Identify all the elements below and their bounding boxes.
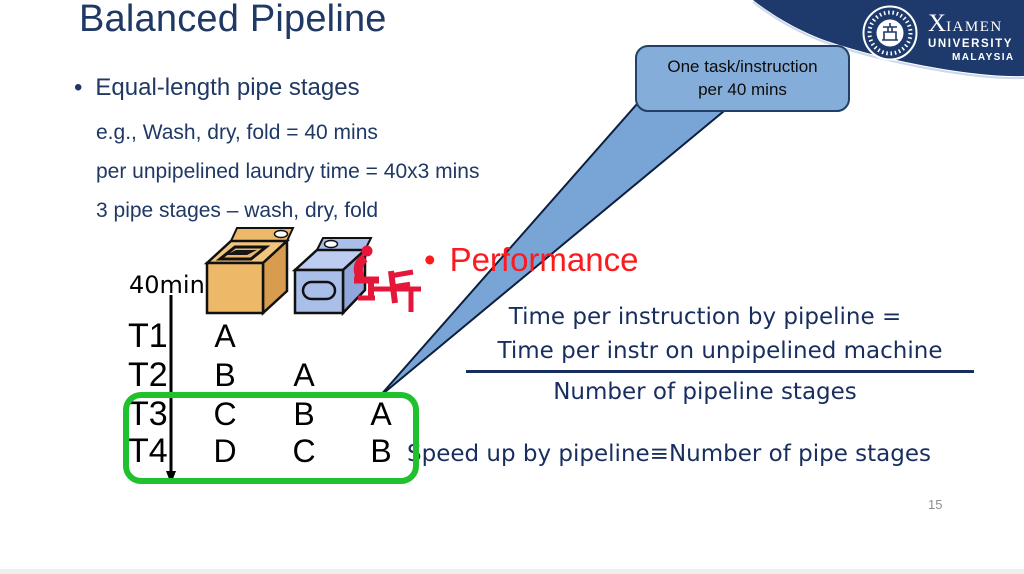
table-cell: A	[293, 357, 315, 393]
performance-heading: • Performance	[424, 240, 638, 280]
formula-intro: Time per instruction by pipeline =	[508, 304, 902, 330]
table-row-t1: T1 A	[128, 316, 418, 356]
table-row-t4: T4 D C B	[128, 431, 418, 471]
sub-line-example: e.g., Wash, dry, fold = 40 mins	[96, 121, 378, 144]
table-cell: D	[213, 433, 237, 469]
laundry-stage-icons	[203, 227, 421, 317]
university-banner: XIAMEN UNIVERSITY MALAYSIA	[744, 0, 1024, 88]
table-row-t2: T2 B A	[128, 355, 418, 395]
page-number: 15	[928, 497, 943, 512]
time-step-label: T1	[128, 317, 168, 355]
university-name: XIAMEN	[928, 11, 1015, 36]
bullet-glyph: •	[74, 74, 83, 101]
university-wordmark: XIAMEN UNIVERSITY MALAYSIA	[928, 11, 1015, 63]
table-cell: B	[214, 357, 236, 393]
bullet-glyph: •	[424, 241, 436, 278]
banner-shape	[752, 0, 1024, 80]
speedup-statement: Speed up by pipeline≡Number of pipe stag…	[407, 441, 932, 467]
sub-line-unpipelined: per unpipelined laundry time = 40x3 mins	[96, 160, 480, 183]
time-step-label: T3	[128, 395, 168, 433]
slide-title: Balanced Pipeline	[79, 0, 387, 40]
university-name-initial: X	[928, 10, 947, 37]
university-seal-icon	[862, 5, 918, 61]
table-cell: B	[370, 433, 392, 469]
table-cell: A	[370, 396, 392, 432]
timeline-arrow	[166, 295, 176, 484]
slide-bottom-edge	[0, 569, 1024, 574]
university-name-rest: IAMEN	[946, 19, 1003, 35]
university-country: MALAYSIA	[952, 51, 1015, 63]
table-cell: C	[292, 433, 316, 469]
callout-bubble: One task/instruction per 40 mins	[635, 45, 850, 112]
sub-line-stages: 3 pipe stages – wash, dry, fold	[96, 199, 379, 222]
callout-text-line1: One task/instruction	[667, 57, 818, 77]
bullet-text: Equal-length pipe stages	[95, 74, 360, 101]
university-word: UNIVERSITY	[928, 38, 1014, 50]
table-row-t3: T3 C B A	[128, 394, 418, 434]
table-cell: B	[293, 396, 315, 432]
time-step-label: T4	[128, 432, 168, 470]
washing-machine-icon	[203, 227, 295, 316]
time-unit-label: 40min	[129, 271, 205, 299]
folding-person-icon	[353, 245, 421, 312]
table-cell: C	[213, 396, 237, 432]
formula-denominator: Number of pipeline stages	[553, 379, 857, 405]
table-cell: A	[214, 318, 236, 354]
callout-text-line2: per 40 mins	[698, 79, 787, 99]
formula-numerator: Time per instr on unpipelined machine	[466, 337, 974, 373]
performance-heading-text: Performance	[449, 241, 639, 278]
time-step-label: T2	[128, 356, 168, 394]
bullet-equal-length: • Equal-length pipe stages	[74, 72, 360, 103]
